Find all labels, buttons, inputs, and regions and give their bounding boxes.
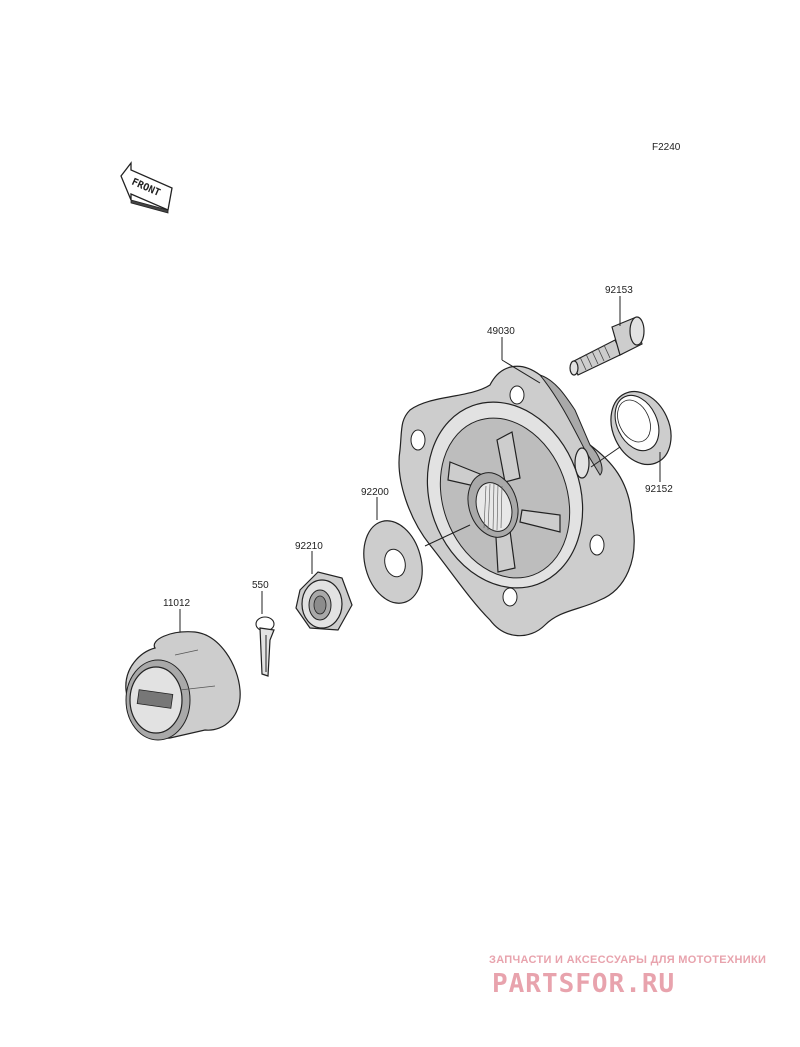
hub-part	[398, 365, 635, 637]
front-arrow-icon: FRONT	[120, 161, 173, 214]
nut-part	[295, 571, 353, 631]
part-number-hub: 49030	[487, 326, 515, 337]
cotter-pin-part	[255, 616, 275, 677]
part-number-nut: 92210	[295, 541, 323, 552]
part-number-washer: 92200	[361, 487, 389, 498]
watermark-tagline: ЗАПЧАСТИ И АКСЕССУАРЫ ДЛЯ МОТОТЕХНИКИ	[489, 954, 766, 966]
stud-part	[569, 316, 645, 376]
cap-part	[125, 631, 241, 741]
leader-lines	[179, 296, 661, 632]
washer-part	[363, 520, 423, 604]
part-number-stud: 92153	[605, 285, 633, 296]
part-number-oil-seal: 92152	[645, 484, 673, 495]
oil-seal-part	[610, 390, 672, 466]
part-number-cap: 11012	[163, 598, 191, 609]
watermark-brand: PARTSFOR.RU	[492, 969, 675, 999]
diagram-code: F2240	[652, 142, 681, 153]
part-number-cotter-pin: 550	[252, 580, 269, 591]
